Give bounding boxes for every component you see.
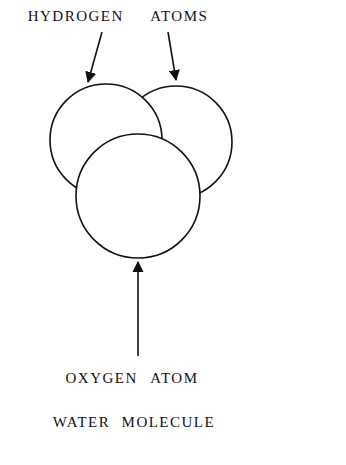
part-label: OXYGEN ATOM <box>66 370 199 387</box>
leader-line <box>137 262 139 356</box>
oxygen-atom <box>76 134 200 258</box>
figure-caption: WATER MOLECULE <box>53 414 215 431</box>
leader-line <box>88 32 102 82</box>
leader-line <box>168 32 176 80</box>
part-label: HYDROGEN ATOMS <box>28 8 209 25</box>
